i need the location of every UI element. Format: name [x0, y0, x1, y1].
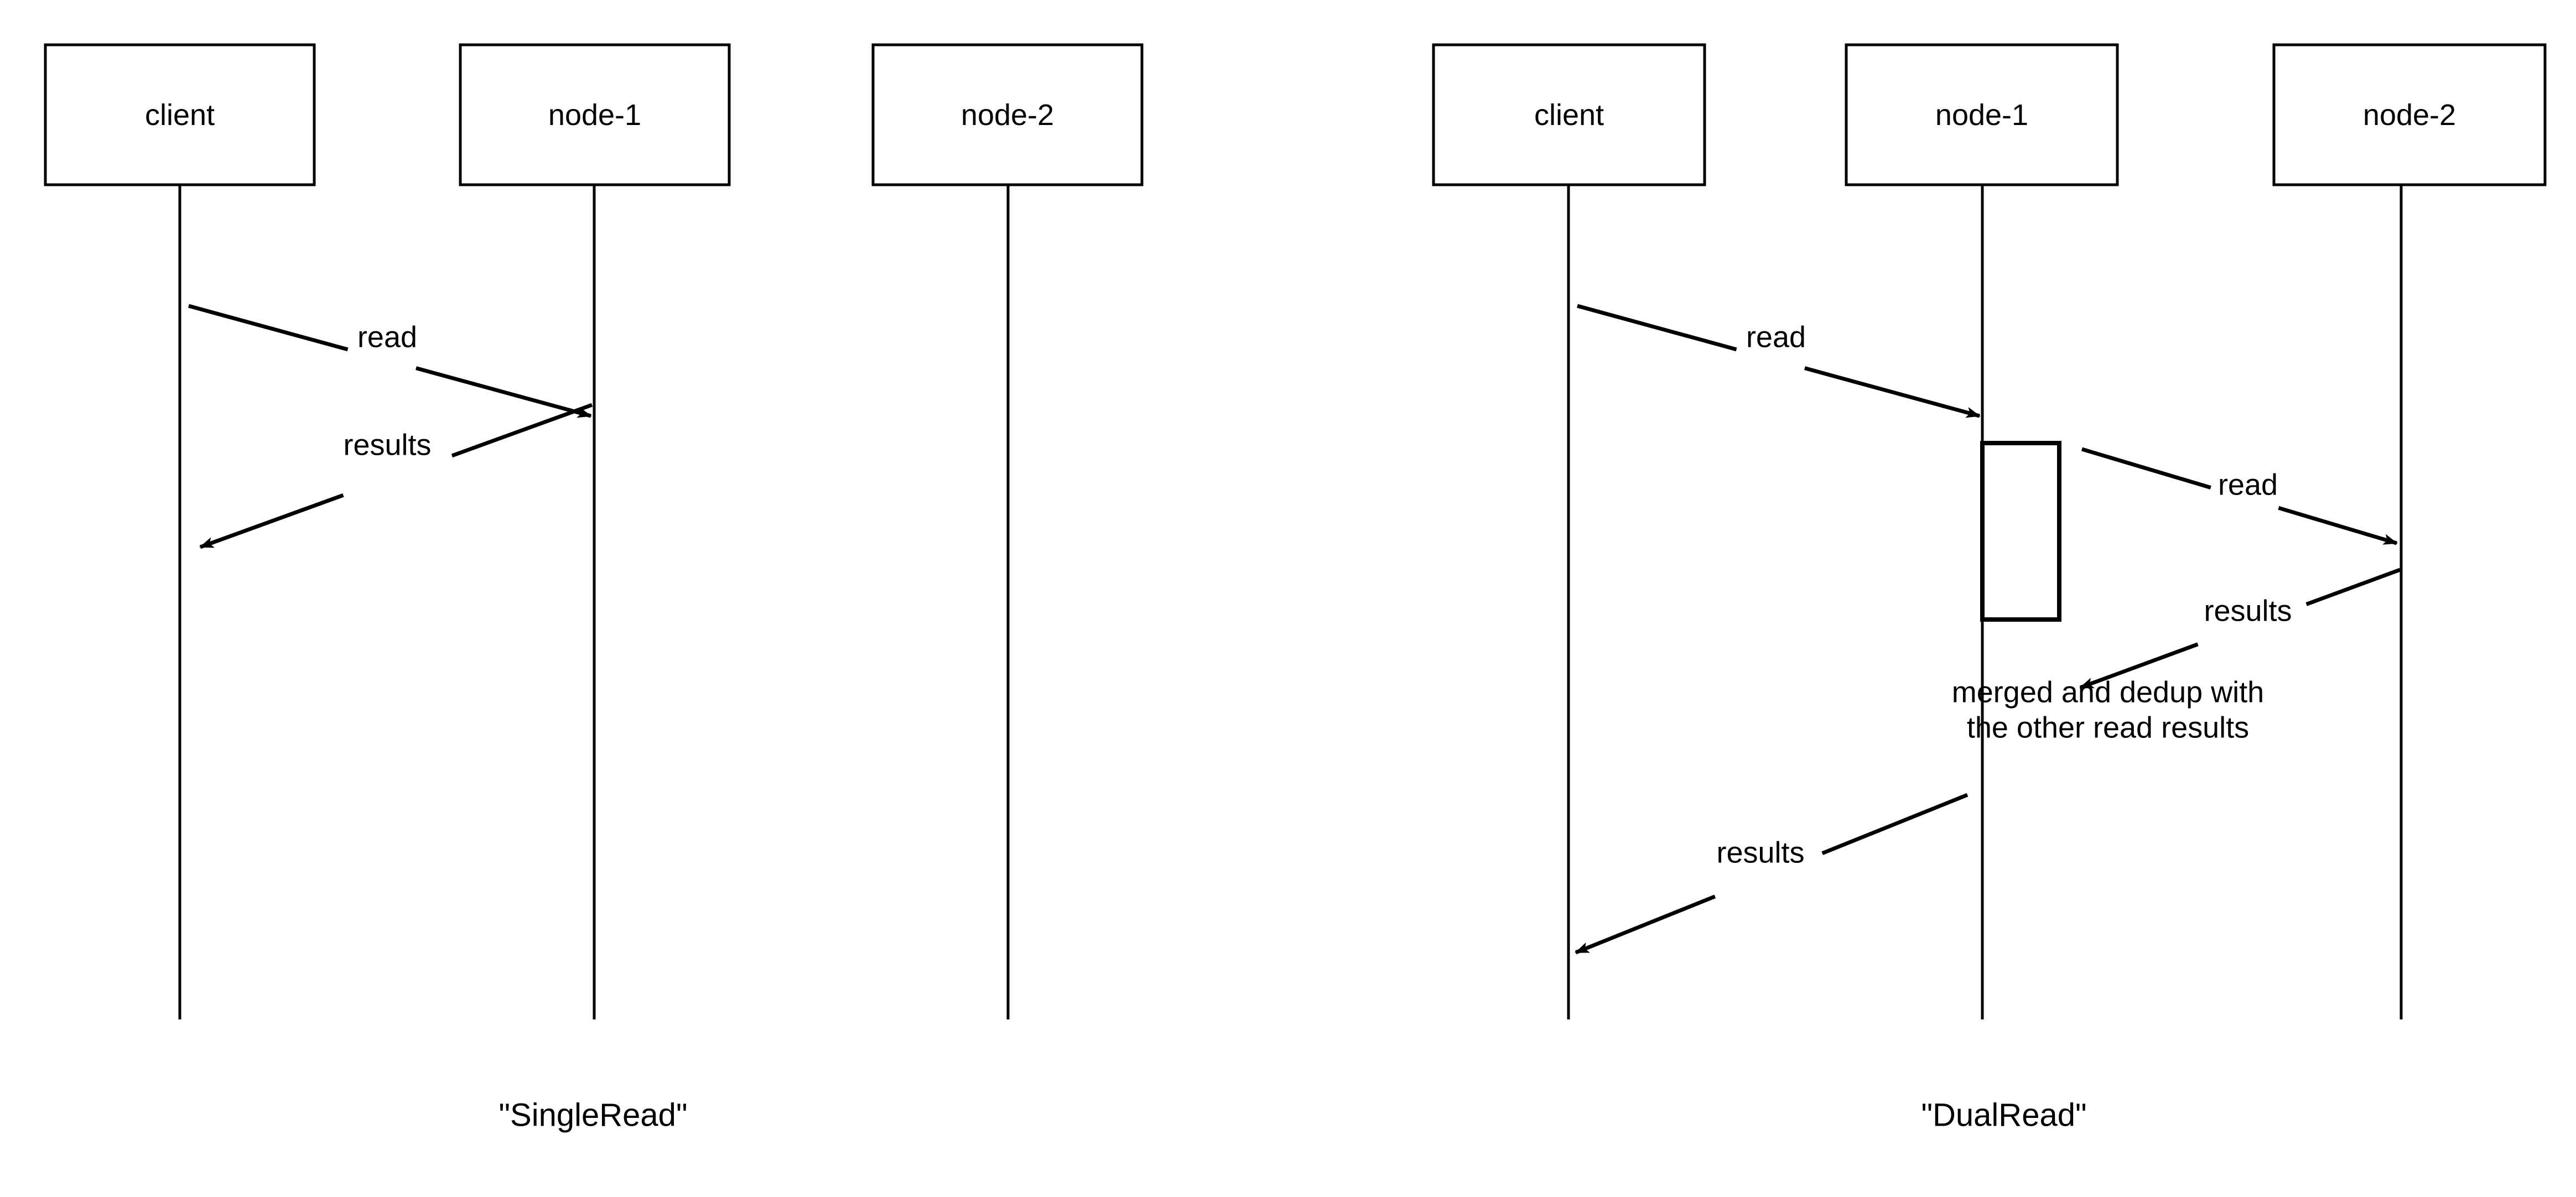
activation-box-node-1-0 — [1980, 441, 2061, 622]
participant-box-node-2[interactable] — [871, 43, 1144, 186]
participant-box-node-1[interactable] — [1845, 43, 2119, 186]
message-label-results-2: results — [2204, 594, 2292, 627]
message-arrow-client-to-node-1-0 — [1804, 366, 1981, 418]
participant-label-node-1: node-1 — [1935, 98, 2028, 132]
message-arrow-node-2-to-node-1-2 — [2079, 642, 2199, 690]
message-arrow-node-1-to-client-1 — [199, 493, 344, 549]
participant-label-node-2: node-2 — [2363, 98, 2456, 132]
message-line-3-a — [1821, 793, 1969, 855]
message-line-1-a — [2081, 447, 2211, 490]
participant-box-node-2[interactable] — [2272, 43, 2547, 186]
message-line-0-a — [188, 304, 349, 352]
message-line-2-a — [2305, 568, 2401, 606]
message-label-results-1: results — [343, 428, 431, 461]
sequence-diagram-single-read: client node-1 node-2 read results "SingleRead… — [44, 43, 1144, 1133]
participant-label-client: client — [145, 98, 215, 132]
participant-label-node-1: node-1 — [548, 98, 641, 132]
message-label-results-3: results — [1716, 836, 1804, 869]
sequence-diagram-dual-read: client node-1 node-2 read read results results… — [1432, 43, 2547, 1133]
message-label-read-0: read — [357, 320, 417, 353]
message-arrow-node-1-to-client-3 — [1575, 894, 1716, 955]
participant-box-client[interactable] — [1432, 43, 1706, 186]
message-label-read-1: read — [2218, 468, 2278, 501]
note-line-0-1: the other read results — [1967, 711, 2249, 744]
message-arrow-node-1-to-node-2-1 — [2278, 506, 2398, 545]
participant-label-node-2: node-2 — [961, 98, 1054, 132]
message-arrow-client-to-node-1-0 — [416, 366, 592, 418]
note-line-0-0: merged and dedup with — [1952, 675, 2264, 709]
message-line-1-a — [451, 403, 593, 458]
diagram-caption-single-read: "SingleRead" — [498, 1097, 687, 1133]
message-line-0-a — [1577, 304, 1737, 352]
participant-box-client[interactable] — [44, 43, 316, 186]
participant-box-node-1[interactable] — [459, 43, 731, 186]
participant-label-client: client — [1534, 98, 1604, 132]
message-label-read-0: read — [1746, 320, 1806, 353]
diagram-caption-dual-read: "DualRead" — [1921, 1097, 2086, 1133]
